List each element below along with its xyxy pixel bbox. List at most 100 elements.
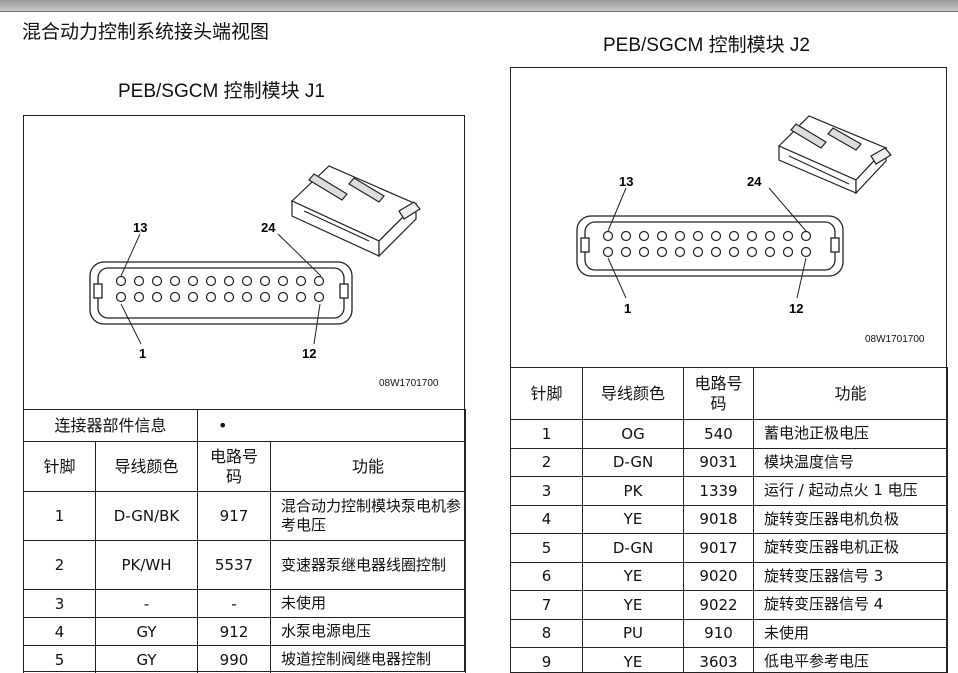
pin-cavities: [115, 275, 325, 303]
cell-function: 旋转变压器信号 4: [753, 590, 948, 620]
cell-pin: 4: [23, 617, 96, 646]
header-pin: 针脚: [510, 367, 583, 420]
pin-label-13: 13: [619, 174, 633, 189]
pin-cavity: [674, 246, 686, 258]
cell-wire-color: YE: [582, 590, 684, 620]
table-row: 5 GY 990 坡道控制阀继电器控制: [23, 645, 466, 673]
table-row: 4 YE 9018 旋转变压器电机负极: [510, 504, 948, 534]
cell-circuit: 9020: [683, 561, 754, 591]
header-pin: 针脚: [23, 441, 96, 492]
pin-label-12: 12: [302, 346, 316, 361]
connector-j2-title: PEB/SGCM 控制模块 J2: [603, 35, 810, 56]
header-function: 功能: [270, 441, 466, 492]
connector-j1-title: PEB/SGCM 控制模块 J1: [118, 81, 325, 102]
cell-pin: 4: [510, 504, 583, 534]
cell-pin: 6: [510, 561, 583, 591]
cell-circuit: 3603: [683, 647, 754, 673]
pin-cavity: [710, 246, 722, 258]
pin-label-24: 24: [261, 220, 276, 235]
pin-cavity: [277, 291, 289, 303]
cell-function: 未使用: [753, 618, 948, 648]
cell-circuit: 9017: [683, 533, 754, 563]
cell-function: 水泵电源电压: [270, 617, 466, 646]
pin-cavity: [620, 230, 632, 242]
pin-cavity: [764, 230, 776, 242]
pin-cavity: [728, 230, 740, 242]
cell-pin: 7: [510, 590, 583, 620]
pin-label-12: 12: [789, 301, 803, 316]
cell-wire-color: D-GN/BK: [95, 491, 198, 541]
header-function: 功能: [753, 367, 948, 420]
pin-cavity: [151, 275, 163, 287]
pin-cavity: [187, 291, 199, 303]
cell-function: 旋转变压器电机正极: [753, 533, 948, 563]
pin-cavity: [151, 291, 163, 303]
table-header-row: 针脚 导线颜色 电路号码 功能: [510, 367, 948, 420]
connector-3d-view: [290, 165, 421, 258]
cell-function: 模块温度信号: [753, 447, 948, 477]
pin-label-24: 24: [747, 174, 762, 189]
pin-cavity: [259, 291, 271, 303]
page-title: 混合动力控制系统接头端视图: [22, 21, 270, 43]
cell-function: 混合动力控制模块泵电机参考电压: [270, 491, 466, 541]
pin-cavity: [710, 230, 722, 242]
connector-3d-view: [777, 115, 892, 195]
header-circuit: 电路号码: [683, 367, 754, 420]
cell-pin: 2: [23, 540, 96, 590]
cell-function: 低电平参考电压: [753, 647, 948, 673]
pin-cavity: [295, 291, 307, 303]
cell-wire-color: PK/WH: [95, 540, 198, 590]
cell-pin: 2: [510, 447, 583, 477]
cell-pin: 3: [23, 589, 96, 618]
cell-pin: 8: [510, 618, 583, 648]
table-row: 1 OG 540 蓄电池正极电压: [510, 419, 948, 449]
pin-cavity: [746, 246, 758, 258]
pin-cavity: [133, 291, 145, 303]
pin-cavity: [782, 230, 794, 242]
cell-pin: 1: [23, 491, 96, 541]
pin-cavity: [602, 246, 614, 258]
table-row: 5 D-GN 9017 旋转变压器电机正极: [510, 533, 948, 563]
cell-pin: 3: [510, 476, 583, 506]
cell-wire-color: PK: [582, 476, 684, 506]
cell-function: 旋转变压器信号 3: [753, 561, 948, 591]
cell-pin: 9: [510, 647, 583, 673]
cell-circuit: 9022: [683, 590, 754, 620]
pin-cavity: [295, 275, 307, 287]
pin-callouts: [120, 233, 322, 345]
cell-circuit: 990: [197, 645, 271, 673]
cell-wire-color: YE: [582, 647, 684, 673]
pin-label-13: 13: [133, 220, 147, 235]
connector-j2-panel: 13 24 1 12 08W1701700 针脚 导线颜色 电路号码 功能 1 …: [510, 67, 948, 673]
connector-j1-diagram: 13 24 1 12: [89, 165, 421, 361]
pin-cavity: [638, 246, 650, 258]
cell-circuit: 540: [683, 419, 754, 449]
pin-cavity: [313, 291, 325, 303]
cell-function: 坡道控制阀继电器控制: [270, 645, 466, 673]
pin-cavity: [169, 275, 181, 287]
cell-wire-color: YE: [582, 561, 684, 591]
window-top-bar: [0, 0, 958, 12]
table-row: 2 PK/WH 5537 变速器泵继电器线圈控制: [23, 540, 466, 590]
cell-circuit: -: [197, 589, 271, 618]
table-row: 7 YE 9022 旋转变压器信号 4: [510, 590, 948, 620]
cell-circuit: 910: [683, 618, 754, 648]
pin-cavity: [241, 291, 253, 303]
pin-cavity: [800, 246, 812, 258]
pin-cavity: [259, 275, 271, 287]
pin-cavity: [187, 275, 199, 287]
pin-cavity: [800, 230, 812, 242]
pin-cavity: [692, 230, 704, 242]
pin-cavity: [115, 275, 127, 287]
pin-cavity: [223, 275, 235, 287]
cell-pin: 5: [510, 533, 583, 563]
pin-cavity: [656, 246, 668, 258]
pin-cavities: [602, 230, 812, 258]
cell-circuit: 917: [197, 491, 271, 541]
connector-j1-panel: 13 24 1 12 08W1701700 连接器部件信息 • 针脚 导线颜色 …: [23, 115, 466, 673]
table-row: 8 PU 910 未使用: [510, 618, 948, 648]
pin-cavity: [602, 230, 614, 242]
pin-cavity: [205, 275, 217, 287]
cell-circuit: 5537: [197, 540, 271, 590]
connector-face: [576, 215, 844, 277]
